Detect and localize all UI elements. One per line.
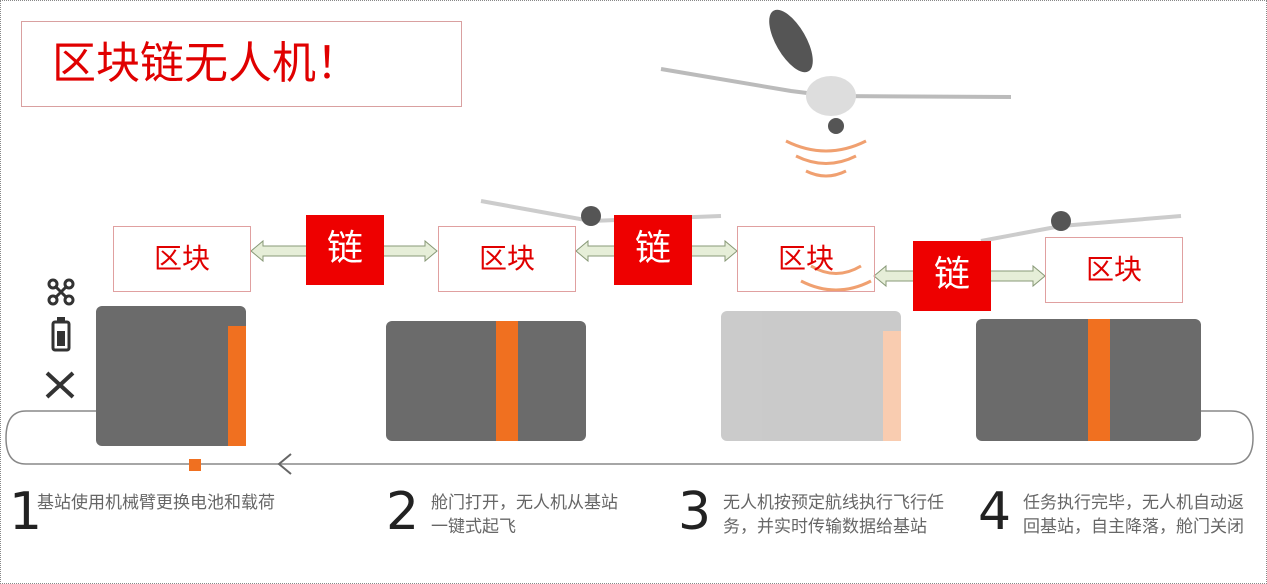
signal-icon (800, 264, 872, 292)
loop-arrow-icon (277, 453, 292, 475)
base-station-open (386, 321, 586, 441)
tools-icon (45, 371, 75, 399)
chain-box: 链 (614, 215, 692, 285)
drone-icon (980, 211, 1182, 243)
base-station-closing (976, 319, 1201, 441)
step-text: 基站使用机械臂更换电池和载荷 (37, 493, 275, 513)
marker-icon (189, 459, 201, 471)
block-box: 区块 (113, 226, 251, 292)
base-station (96, 306, 246, 446)
base-station-faded (721, 311, 901, 441)
block-box: 区块 (737, 226, 875, 292)
chain-box: 链 (306, 215, 384, 285)
station-accent (496, 321, 518, 441)
step-number: 2 (386, 482, 420, 542)
step-text: 舱门打开，无人机从基站一键式起飞 (431, 493, 618, 537)
drone-icon (660, 9, 1012, 178)
step-number: 1 (9, 482, 43, 542)
drone-small-icon (47, 278, 75, 306)
step-text: 无人机按预定航线执行飞行任务，并实时传输数据给基站 (723, 493, 944, 537)
chain-box: 链 (913, 241, 991, 311)
step-number: 3 (678, 482, 712, 542)
loop-path (5, 410, 1254, 465)
station-accent (1088, 319, 1110, 441)
step-text: 任务执行完毕，无人机自动返回基站，自主降落，舱门关闭 (1023, 493, 1244, 537)
battery-icon (51, 317, 71, 352)
block-box: 区块 (438, 226, 576, 292)
step-number: 4 (978, 482, 1012, 542)
block-box: 区块 (1045, 237, 1183, 303)
station-accent (883, 331, 901, 441)
title: 区块链无人机！ (21, 21, 462, 107)
station-accent (228, 326, 246, 446)
